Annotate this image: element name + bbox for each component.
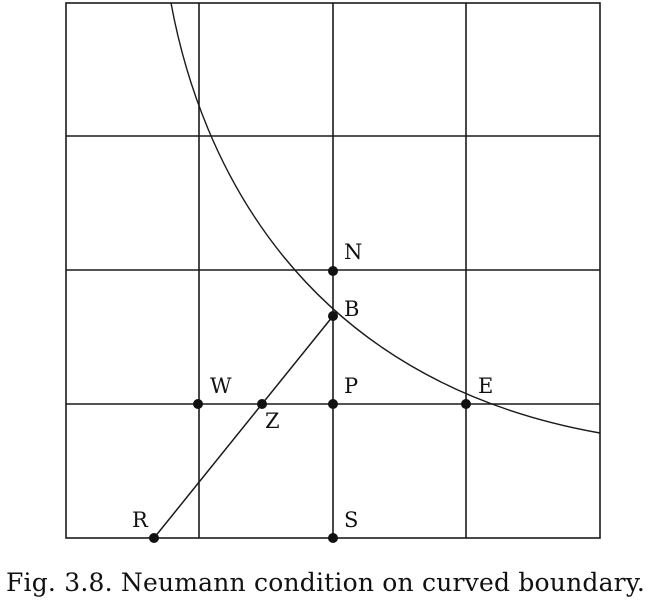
label-W: W [210, 374, 232, 398]
point-W [193, 399, 203, 409]
point-labels: N B W Z P E R S [132, 240, 493, 532]
label-E: E [478, 374, 493, 398]
label-B: B [344, 297, 359, 321]
point-Z [257, 399, 267, 409]
point-N [328, 266, 338, 276]
label-S: S [344, 508, 358, 532]
point-R [149, 533, 159, 543]
point-B [328, 311, 338, 321]
label-Z: Z [265, 409, 280, 433]
label-R: R [132, 508, 149, 532]
grid-points [149, 266, 471, 543]
point-P [328, 399, 338, 409]
figure-caption: Fig. 3.8. Neumann condition on curved bo… [5, 568, 645, 597]
point-S [328, 533, 338, 543]
label-P: P [344, 374, 358, 398]
curved-boundary [170, 2, 601, 434]
point-E [461, 399, 471, 409]
label-N: N [344, 240, 362, 264]
diagram: N B W Z P E R S [65, 2, 601, 543]
normal-segment [153, 315, 334, 539]
